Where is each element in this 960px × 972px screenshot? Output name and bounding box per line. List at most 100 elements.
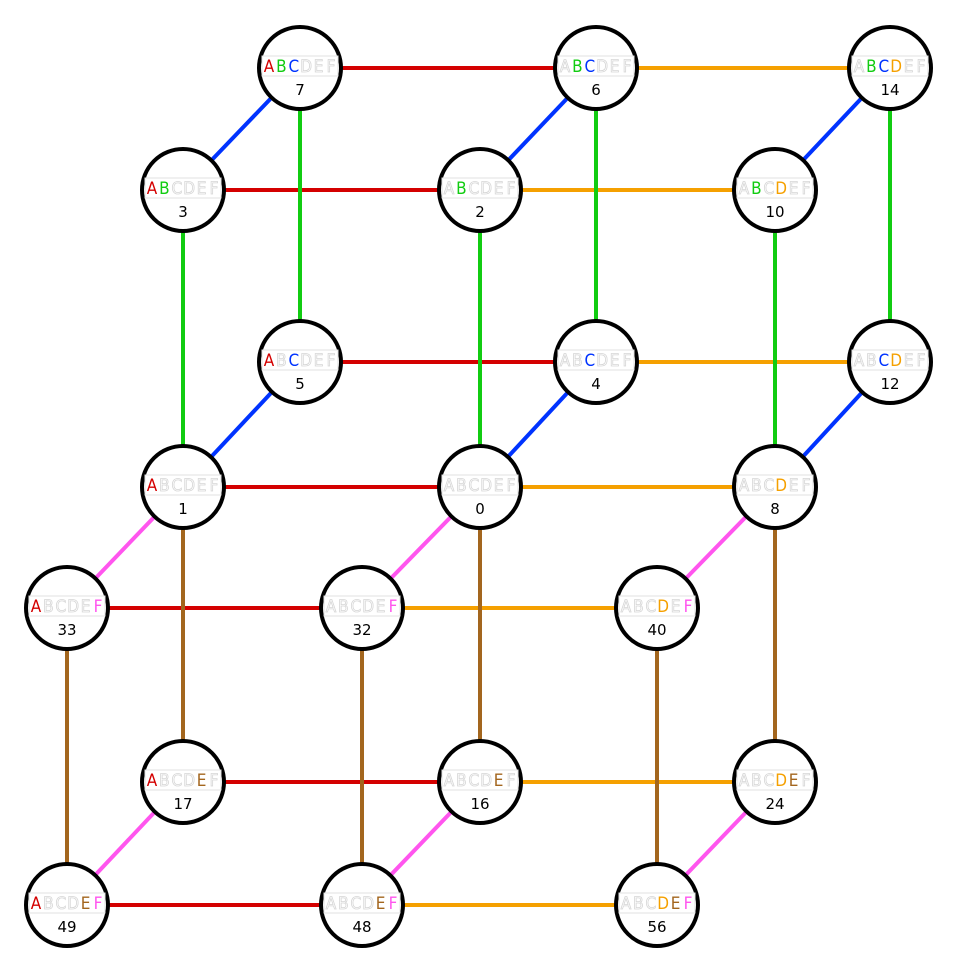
bit-letter-F-inactive: F — [802, 771, 811, 791]
bit-letter-B-inactive: B — [633, 894, 644, 914]
bit-letter-E-active: E — [81, 894, 91, 914]
bit-letter-D-inactive: D — [480, 476, 492, 496]
node-number: 8 — [770, 500, 780, 518]
bit-letter-D-inactive: D — [300, 351, 312, 371]
bit-letter-C-inactive: C — [171, 771, 182, 791]
bit-letter-F-inactive: F — [623, 57, 632, 77]
bit-letter-B-inactive: B — [456, 476, 467, 496]
bit-letter-E-inactive: E — [671, 597, 681, 617]
bit-letter-F-inactive: F — [802, 476, 811, 496]
node-number: 10 — [765, 203, 784, 221]
bit-letter-E-inactive: E — [789, 179, 799, 199]
bit-letter-F-inactive: F — [507, 179, 516, 199]
bit-label-box — [851, 55, 929, 77]
bit-letter-C-inactive: C — [55, 597, 66, 617]
bit-letter-D-active: D — [775, 476, 787, 496]
bit-letter-E-inactive: E — [904, 57, 914, 77]
bit-letter-D-inactive: D — [183, 771, 195, 791]
bit-letter-B-inactive: B — [159, 476, 170, 496]
node-number: 3 — [178, 203, 188, 221]
bit-letter-D-inactive: D — [596, 57, 608, 77]
node-number: 4 — [591, 375, 601, 393]
node-number: 56 — [647, 918, 666, 936]
bit-letter-C-active: C — [584, 57, 595, 77]
bit-letter-A-active: A — [31, 894, 42, 914]
bit-letter-B-inactive: B — [338, 597, 349, 617]
bit-letter-A-inactive: A — [326, 894, 337, 914]
bit-letter-D-active: D — [657, 597, 669, 617]
bit-label-box — [144, 474, 222, 496]
bit-letter-A-inactive: A — [739, 179, 750, 199]
bit-label-box — [144, 177, 222, 199]
bit-label-box — [736, 769, 814, 791]
bit-label-box — [261, 349, 339, 371]
bit-letter-A-active: A — [147, 771, 158, 791]
edges-layer — [65, 66, 892, 907]
bit-letter-A-active: A — [147, 476, 158, 496]
bit-letter-E-inactive: E — [789, 476, 799, 496]
bit-letter-A-active: A — [31, 597, 42, 617]
bit-letter-C-inactive: C — [468, 179, 479, 199]
bit-letter-C-inactive: C — [55, 894, 66, 914]
bit-letter-C-inactive: C — [645, 894, 656, 914]
bit-letter-D-inactive: D — [183, 179, 195, 199]
bit-label-box — [736, 177, 814, 199]
bit-letter-C-inactive: C — [171, 476, 182, 496]
bit-letter-A-inactive: A — [621, 597, 632, 617]
bit-letter-E-inactive: E — [494, 476, 504, 496]
bit-letter-F-active: F — [389, 597, 398, 617]
bit-label-box — [323, 595, 401, 617]
bit-letter-A-inactive: A — [326, 597, 337, 617]
bit-letter-E-inactive: E — [904, 351, 914, 371]
bit-letter-E-active: E — [197, 771, 207, 791]
bit-letter-C-inactive: C — [468, 476, 479, 496]
bit-letter-D-active: D — [657, 894, 669, 914]
bit-letter-F-inactive: F — [210, 771, 219, 791]
bit-letter-E-active: E — [494, 771, 504, 791]
bit-letter-B-inactive: B — [43, 597, 54, 617]
node-number: 16 — [470, 795, 489, 813]
bit-letter-E-active: E — [789, 771, 799, 791]
bit-letter-F-active: F — [94, 597, 103, 617]
bit-letter-A-inactive: A — [560, 351, 571, 371]
bit-letter-B-active: B — [159, 179, 170, 199]
node-number: 33 — [57, 621, 76, 639]
node-number: 1 — [178, 500, 188, 518]
bit-letter-B-inactive: B — [43, 894, 54, 914]
bit-letter-D-inactive: D — [480, 179, 492, 199]
bit-letter-C-inactive: C — [645, 597, 656, 617]
node-number: 17 — [173, 795, 192, 813]
bit-letter-B-active: B — [751, 179, 762, 199]
bit-label-box — [851, 349, 929, 371]
bit-letter-D-inactive: D — [67, 597, 79, 617]
bit-letter-B-inactive: B — [866, 351, 877, 371]
bit-letter-F-inactive: F — [802, 179, 811, 199]
bit-letter-C-inactive: C — [763, 476, 774, 496]
bit-letter-A-active: A — [264, 57, 275, 77]
bit-label-box — [557, 349, 635, 371]
bit-label-box — [28, 892, 106, 914]
bit-letter-C-inactive: C — [350, 894, 361, 914]
bit-letter-F-inactive: F — [327, 57, 336, 77]
